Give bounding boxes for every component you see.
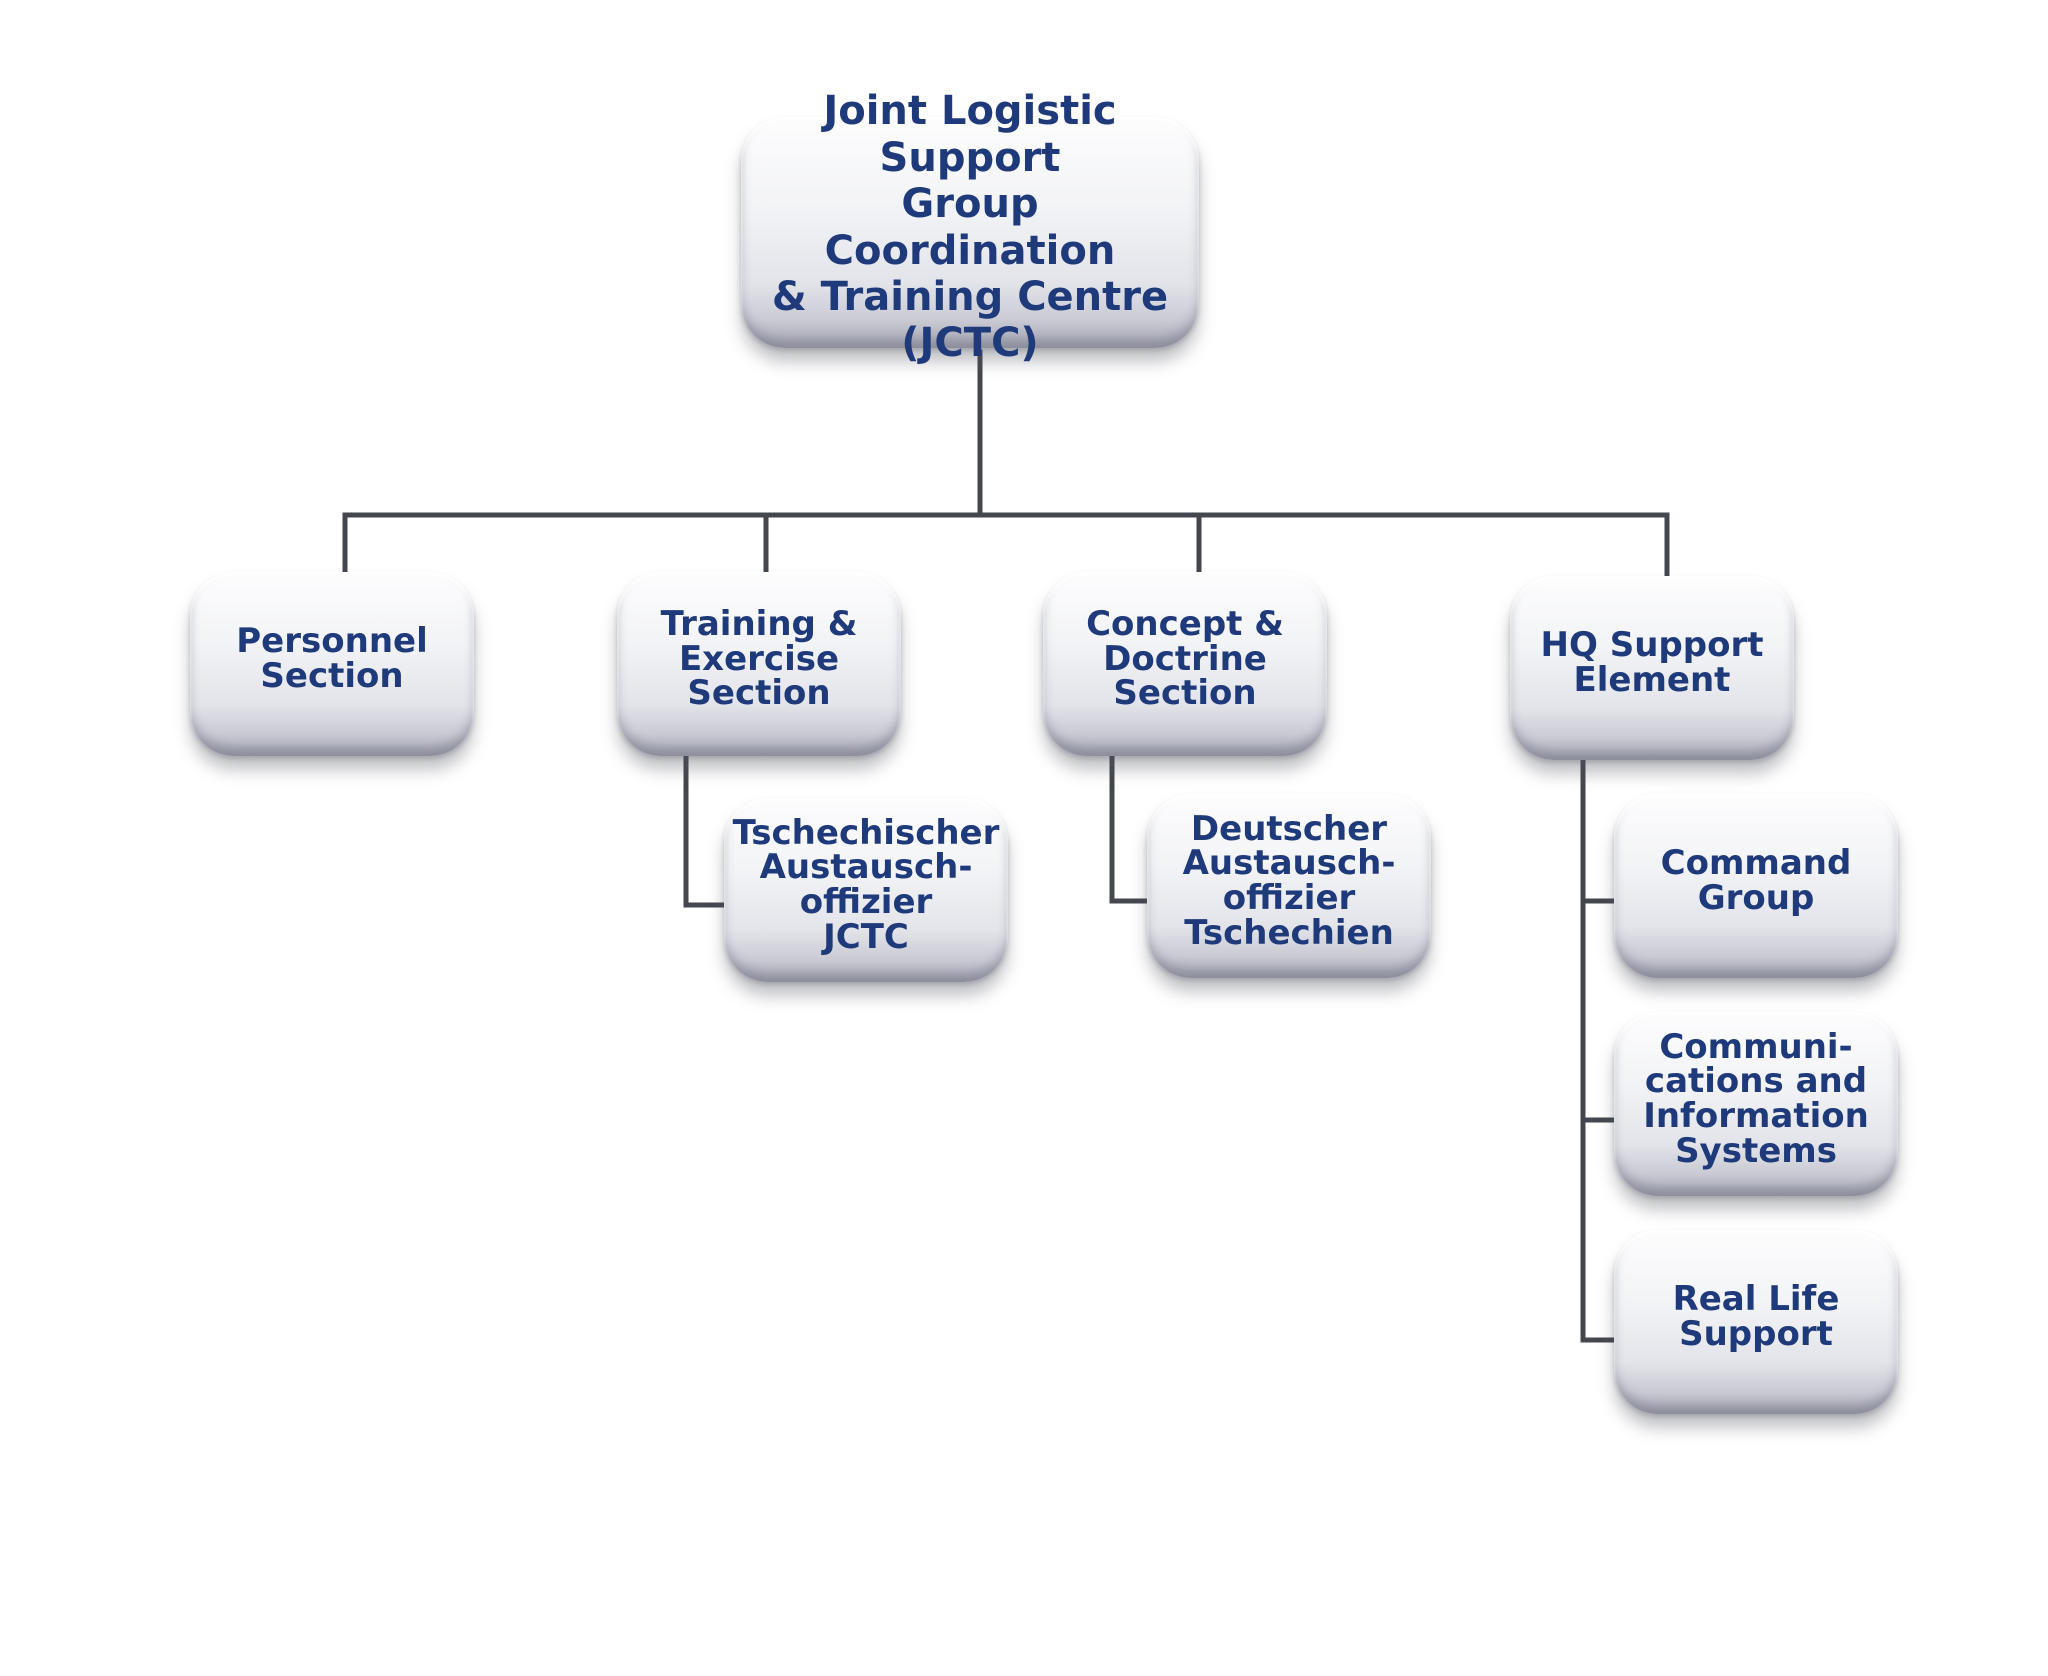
node-label-command-group: Command Group: [1660, 843, 1852, 918]
node-label-real-life-support: Real Life Support: [1672, 1279, 1840, 1354]
node-real-life-support: Real Life Support: [1614, 1230, 1898, 1414]
node-czech-exchange-officer: Tschechischer Austausch- offizier JCTC: [724, 798, 1008, 982]
node-label-communications-information-systems: Communi- cations and Information Systems: [1643, 1026, 1869, 1171]
connector-concept-to-de: [1109, 755, 1154, 904]
connector-training-to-cz: [683, 755, 731, 908]
node-label-training-exercise-section: Training & Exercise Section: [660, 603, 858, 714]
node-german-exchange-officer: Deutscher Austausch- offizier Tschechien: [1147, 794, 1431, 978]
node-hq-support-element: HQ Support Element: [1510, 576, 1794, 760]
node-label-jctc-root: Joint Logistic Support Group Coordinatio…: [771, 88, 1169, 367]
node-label-hq-support-element: HQ Support Element: [1540, 625, 1764, 700]
node-label-concept-doctrine-section: Concept & Doctrine Section: [1086, 603, 1284, 714]
node-communications-information-systems: Communi- cations and Information Systems: [1614, 1012, 1898, 1196]
node-concept-doctrine-section: Concept & Doctrine Section: [1043, 572, 1327, 756]
node-command-group: Command Group: [1614, 794, 1898, 978]
node-personnel-section: Personnel Section: [190, 572, 474, 756]
node-label-german-exchange-officer: Deutscher Austausch- offizier Tschechien: [1182, 808, 1396, 953]
node-training-exercise-section: Training & Exercise Section: [617, 572, 901, 756]
node-jctc-root: Joint Logistic Support Group Coordinatio…: [741, 88, 1199, 366]
node-label-czech-exchange-officer: Tschechischer Austausch- offizier JCTC: [732, 812, 1000, 957]
node-label-personnel-section: Personnel Section: [236, 621, 428, 696]
